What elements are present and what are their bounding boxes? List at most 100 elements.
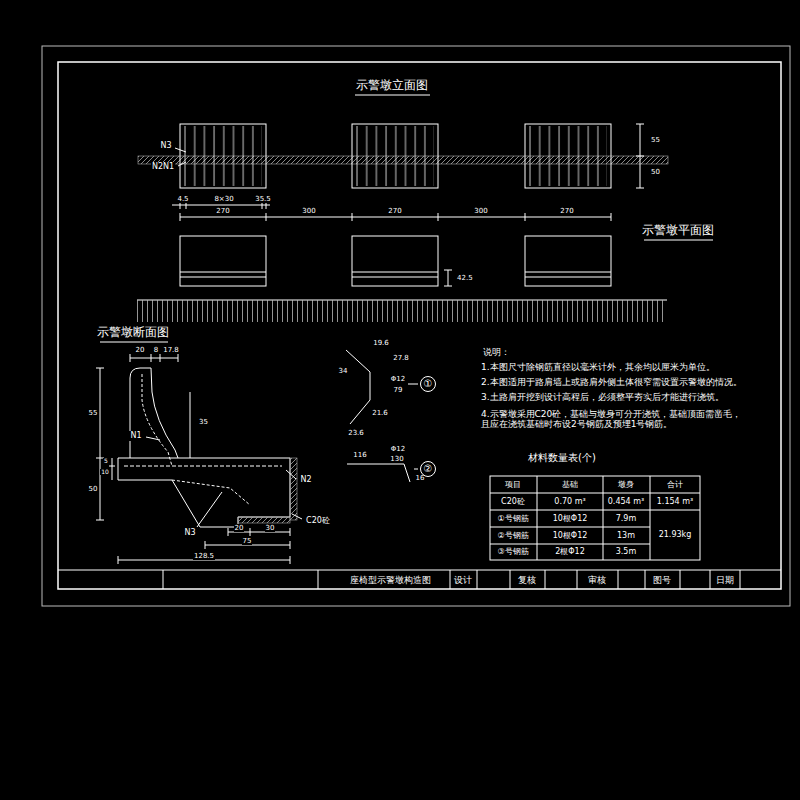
table-cell: 基础 bbox=[561, 480, 579, 489]
callout-label: N3 bbox=[159, 141, 172, 150]
pier-section-outline bbox=[130, 368, 178, 458]
dimension-line bbox=[130, 354, 178, 362]
table-cell: 项目 bbox=[504, 480, 522, 489]
table-cell: C20砼 bbox=[500, 497, 526, 506]
pier-plan bbox=[352, 236, 438, 286]
dimension: 270 bbox=[559, 207, 574, 215]
dimension: 8×30 bbox=[213, 195, 234, 203]
rebar-spec: Φ12 bbox=[390, 445, 406, 453]
note: 1.本图尺寸除钢筋直径以毫米计外，其余均以厘米为单位。 bbox=[480, 362, 716, 372]
dimension: 270 bbox=[387, 207, 402, 215]
dimension-line bbox=[190, 392, 191, 458]
callout-label: N3 bbox=[183, 528, 196, 537]
pier-elevation bbox=[352, 124, 438, 188]
earth-hatch bbox=[290, 458, 297, 520]
table-cell: ③号钢筋 bbox=[496, 547, 529, 556]
table-cell: 3.5m bbox=[615, 547, 638, 556]
rebar-n1 bbox=[142, 374, 172, 466]
pier-plan bbox=[180, 236, 266, 286]
rebar-n3 bbox=[172, 480, 250, 505]
dimension: 10 bbox=[100, 469, 110, 476]
title-block-field: 审核 bbox=[587, 575, 607, 585]
earth-hatch bbox=[238, 517, 290, 523]
dimension: 17.8 bbox=[162, 346, 180, 354]
dimension: 128.5 bbox=[193, 552, 215, 560]
elevation-view bbox=[100, 95, 713, 342]
table-cell: 墩身 bbox=[617, 480, 635, 489]
callout-number: ① bbox=[424, 379, 433, 389]
rebar-details bbox=[346, 350, 418, 482]
dimension-line bbox=[444, 270, 452, 286]
dimension: 116 bbox=[352, 451, 367, 459]
table-title: 材料数量表(个) bbox=[527, 452, 597, 464]
dimension: 34 bbox=[338, 367, 349, 375]
dimension-line bbox=[109, 458, 115, 480]
callout-number: ② bbox=[424, 464, 433, 474]
dimension: 300 bbox=[301, 207, 316, 215]
dimension: 300 bbox=[473, 207, 488, 215]
dimension: 20 bbox=[135, 346, 146, 354]
callout-circle: ① bbox=[420, 376, 436, 392]
plan-view bbox=[137, 236, 667, 322]
material-label: C20砼 bbox=[305, 516, 331, 525]
title-block-lines bbox=[58, 570, 781, 589]
callout-label: N2N1 bbox=[151, 162, 175, 171]
leader-line bbox=[146, 437, 302, 527]
note: 4.示警墩采用C20砼，基础与墩身可分开浇筑，基础顶面需凿毛， 且应在浇筑基础时… bbox=[480, 409, 746, 430]
dimension: 55 bbox=[88, 409, 99, 417]
table-cell: 0.70 m³ bbox=[553, 497, 586, 506]
sheet-frame bbox=[42, 46, 790, 606]
callout-label: N1 bbox=[129, 431, 142, 440]
table-cell: 10根Φ12 bbox=[552, 514, 589, 523]
callout-label: N2 bbox=[299, 475, 312, 484]
table-cell: 2根Φ12 bbox=[554, 547, 586, 556]
pier-elevation bbox=[180, 124, 266, 188]
title-block-field: 复核 bbox=[517, 575, 537, 585]
rebar-group bbox=[529, 126, 607, 186]
table-cell: ②号钢筋 bbox=[496, 531, 529, 540]
dimension: 75 bbox=[242, 537, 253, 545]
note: 2.本图适用于路肩墙上或路肩外侧土体很窄需设置示警墩的情况。 bbox=[480, 377, 743, 387]
callout-circle: ② bbox=[420, 461, 436, 477]
pier-plan bbox=[525, 236, 611, 286]
quantity-table bbox=[490, 476, 700, 560]
table-cell: ①号钢筋 bbox=[496, 514, 529, 523]
dimension: 23.6 bbox=[347, 429, 365, 437]
leader-line bbox=[175, 148, 186, 166]
rebar-group bbox=[356, 126, 434, 186]
dimension: 55 bbox=[650, 136, 661, 144]
notes-heading: 说明： bbox=[482, 347, 511, 357]
note: 3.土路肩开挖到设计高程后，必须整平夯实后才能进行浇筑。 bbox=[480, 392, 725, 402]
title-block-field: 图号 bbox=[652, 575, 672, 585]
rebar-spec: Φ12 bbox=[390, 375, 406, 383]
table-cell: 0.454 m³ bbox=[607, 497, 645, 506]
rebar-group bbox=[184, 126, 262, 186]
dimension: 8 bbox=[153, 346, 159, 354]
table-cell: 21.93kg bbox=[658, 530, 693, 539]
pier-elevation bbox=[525, 124, 611, 188]
table-cell: 1.154 m³ bbox=[656, 497, 694, 506]
rebar-shape-2 bbox=[347, 464, 410, 482]
table-cell: 13m bbox=[616, 531, 636, 540]
dimension: 27.8 bbox=[392, 354, 410, 362]
dimension: 50 bbox=[88, 485, 99, 493]
title-block-field: 日期 bbox=[715, 575, 735, 585]
view-title: 示警墩立面图 bbox=[355, 79, 429, 93]
dimension: 20 bbox=[234, 524, 245, 532]
title-block-field: 设计 bbox=[453, 575, 473, 585]
table-cell: 合计 bbox=[666, 480, 684, 489]
rebar-n2 bbox=[124, 466, 282, 467]
dimension-line bbox=[96, 368, 104, 520]
table-cell: 7.9m bbox=[615, 514, 638, 523]
view-title: 示警墩断面图 bbox=[96, 326, 170, 340]
dimension: 5 bbox=[103, 458, 109, 465]
dimension: 42.5 bbox=[456, 274, 474, 282]
dimension: 21.6 bbox=[371, 409, 389, 417]
dimension: 35 bbox=[198, 418, 209, 426]
drawing-title: 座椅型示警墩构造图 bbox=[349, 575, 432, 585]
dimension: 4.5 bbox=[176, 195, 189, 203]
heading-underlines bbox=[100, 95, 713, 342]
dimension: 35.5 bbox=[254, 195, 272, 203]
ground-ticks bbox=[137, 300, 667, 322]
inner-border bbox=[58, 62, 781, 589]
